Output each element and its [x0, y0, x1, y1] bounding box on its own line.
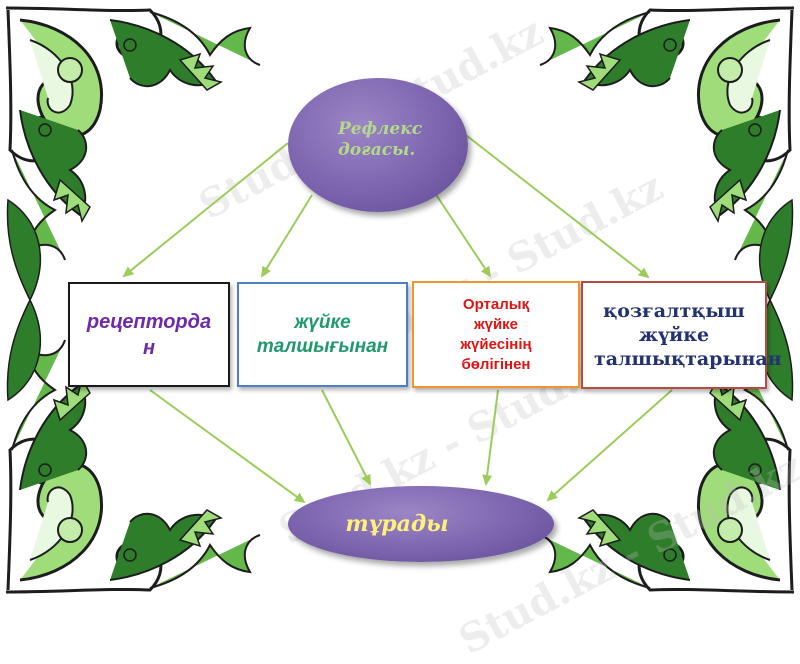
arrow-top-to-box3	[434, 192, 492, 278]
box-label: рецептордан	[86, 310, 212, 359]
box-label: жүйке талшығынан	[256, 311, 389, 357]
arrow-box3-to-bottom	[482, 389, 499, 486]
top-node-label: Рефлекс доғасы.	[338, 119, 423, 160]
box-label: қозғалтқыш жүйке талшықтарынан	[594, 300, 782, 370]
box-central-nervous-system: Орталық жүйке жүйесінің бөлігінен	[412, 281, 580, 388]
arrow-top-to-box2	[260, 194, 313, 278]
arrow-box1-to-bottom	[149, 389, 306, 504]
arrow-top-to-box4	[461, 131, 650, 279]
box-motor-nerve-fibers: қозғалтқыш жүйке талшықтарынан	[581, 281, 782, 389]
box-receptor: рецептордан	[68, 282, 230, 387]
arrow-box4-to-bottom	[546, 389, 673, 502]
arrow-top-to-box1	[122, 142, 289, 278]
corner-ornaments	[0, 0, 800, 600]
connector-arrows	[122, 131, 673, 504]
bottom-node-label: тұрады	[345, 511, 449, 537]
arrow-box2-to-bottom	[321, 389, 371, 486]
top-node: Рефлекс доғасы.	[288, 78, 468, 212]
box-nerve-fiber: жүйке талшығынан	[237, 282, 408, 387]
bottom-node: тұрады	[288, 486, 554, 562]
box-label: Орталық жүйке жүйесінің бөлігінен	[460, 295, 532, 373]
